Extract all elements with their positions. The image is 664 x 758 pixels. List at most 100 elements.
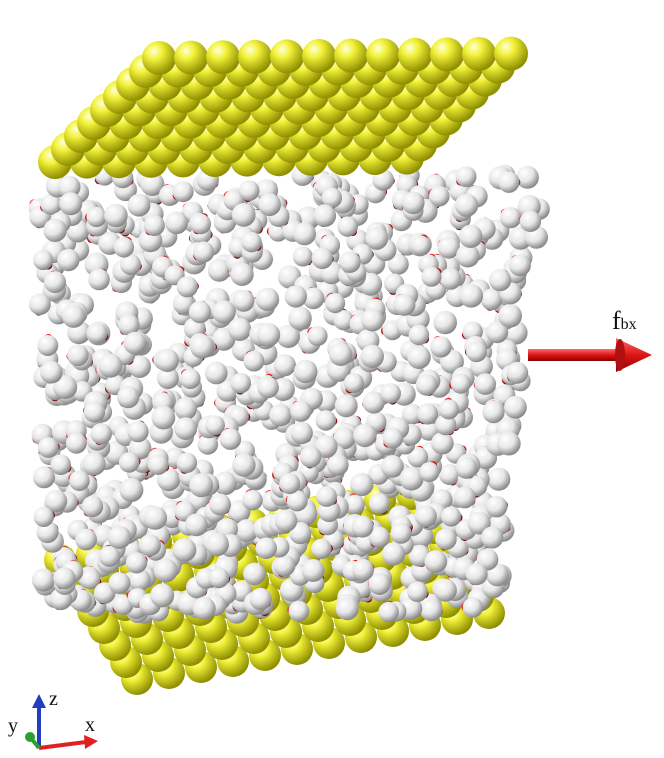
hydrogen-atom xyxy=(140,172,165,196)
hydrogen-atom xyxy=(29,293,51,316)
gold-atom xyxy=(270,39,304,74)
gold-atom xyxy=(238,39,272,74)
hydrogen-atom xyxy=(302,287,325,310)
hydrogen-atom xyxy=(276,324,300,348)
hydrogen-atom xyxy=(243,350,265,372)
hydrogen-atom xyxy=(274,509,298,533)
hydrogen-atom xyxy=(434,578,457,602)
hydrogen-atom xyxy=(441,506,462,527)
hydrogen-atom xyxy=(288,600,310,622)
hydrogen-atom xyxy=(69,470,90,492)
hydrogen-atom xyxy=(108,572,131,594)
hydrogen-atom xyxy=(500,206,522,229)
gold-atom xyxy=(398,37,432,72)
hydrogen-atom xyxy=(381,455,404,478)
force-label-subscript: bx xyxy=(620,316,637,333)
hydrogen-atom xyxy=(67,344,89,367)
axis-label-z: z xyxy=(49,688,58,710)
hydrogen-atom xyxy=(255,537,277,559)
hydrogen-atom xyxy=(37,335,59,356)
hydrogen-atom xyxy=(465,563,488,586)
hydrogen-atom xyxy=(407,446,429,468)
hydrogen-atom xyxy=(230,262,254,286)
hydrogen-atom xyxy=(185,513,208,537)
hydrogen-atom xyxy=(40,360,63,384)
hydrogen-atom xyxy=(382,542,406,566)
hydrogen-atom xyxy=(293,359,318,384)
hydrogen-atom xyxy=(208,567,230,589)
hydrogen-atom xyxy=(59,192,83,216)
hydrogen-atom xyxy=(299,446,322,468)
gold-atom xyxy=(174,40,208,75)
hydrogen-atom xyxy=(378,601,400,623)
hydrogen-atom xyxy=(456,244,480,268)
hydrogen-atom xyxy=(172,181,194,203)
hydrogen-atom xyxy=(205,532,229,557)
hydrogen-atom xyxy=(519,210,542,232)
hydrogen-atom xyxy=(462,597,484,618)
hydrogen-atom xyxy=(435,414,457,436)
hydrogen-atom xyxy=(333,310,354,331)
hydrogen-atom xyxy=(227,317,252,341)
hydrogen-atom xyxy=(127,420,149,443)
hydrogen-atom xyxy=(153,558,178,583)
hydrogen-atom xyxy=(33,506,54,527)
hydrogen-atom xyxy=(455,166,477,188)
hydrogen-atom xyxy=(481,526,504,549)
hydrogen-atom xyxy=(104,203,128,228)
force-arrow-icon xyxy=(528,338,652,372)
hydrogen-atom xyxy=(325,293,346,314)
hydrogen-atom xyxy=(498,171,520,193)
hydrogen-atom xyxy=(172,292,195,315)
hydrogen-atom xyxy=(192,596,216,621)
hydrogen-atom xyxy=(487,467,511,491)
hydrogen-atom xyxy=(407,345,431,370)
hydrogen-atom xyxy=(120,254,142,275)
hydrogen-atom xyxy=(474,373,497,395)
hydrogen-atom xyxy=(437,236,460,259)
hydrogen-atom xyxy=(286,490,308,512)
hydrogen-atom xyxy=(193,241,215,263)
hydrogen-atom xyxy=(176,452,198,474)
hydrogen-atom xyxy=(353,423,377,448)
hydrogen-atom xyxy=(197,434,219,455)
hydrogen-atom xyxy=(387,253,409,275)
hydrogen-atom xyxy=(402,191,425,215)
hydrogen-atom xyxy=(498,303,522,328)
hydrogen-atom xyxy=(249,587,272,611)
hydrogen-atom xyxy=(118,314,140,336)
hydrogen-atom xyxy=(482,400,505,424)
hydrogen-atom xyxy=(301,559,325,582)
hydrogen-atom xyxy=(151,405,176,430)
hydrogen-atom xyxy=(57,175,81,199)
hydrogen-atom xyxy=(509,254,531,277)
hydrogen-atom xyxy=(504,395,527,419)
hydrogen-atom xyxy=(311,247,333,270)
hydrogen-atom xyxy=(439,463,461,486)
hydrogen-atom xyxy=(314,435,338,458)
hydrogen-atom xyxy=(459,284,484,308)
hydrogen-atom xyxy=(486,321,509,344)
hydrogen-atom xyxy=(430,336,452,358)
hydrogen-atom xyxy=(316,486,337,507)
hydrogen-atom xyxy=(128,568,151,592)
gold-atom xyxy=(206,40,240,75)
hydrogen-atom xyxy=(419,462,440,482)
hydrogen-atom xyxy=(205,415,225,436)
hydrogen-atom xyxy=(83,401,106,423)
hydrogen-atom xyxy=(212,300,236,324)
hydrogen-atom xyxy=(118,452,140,473)
hydrogen-atom xyxy=(219,428,242,450)
hydrogen-atom xyxy=(232,453,256,477)
hydrogen-atom xyxy=(273,354,296,377)
hydrogen-atom xyxy=(44,489,68,513)
hydrogen-atom xyxy=(343,373,364,393)
hydrogen-atom xyxy=(350,472,374,497)
hydrogen-atom xyxy=(209,493,231,516)
hydrogen-atom xyxy=(243,562,266,586)
hydrogen-atom xyxy=(190,334,215,359)
hydrogen-atom xyxy=(231,203,256,227)
hydrogen-atom xyxy=(269,404,292,427)
hydrogen-atom xyxy=(417,403,439,425)
